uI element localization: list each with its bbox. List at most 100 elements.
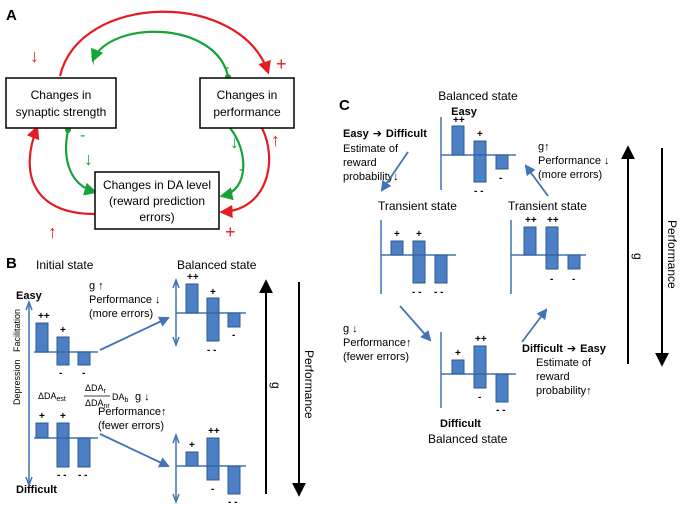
- b-performance-up: Performance↑: [98, 406, 166, 418]
- b-chart3-label-pp: ++: [187, 272, 199, 283]
- b-chart4-label-pp: ++: [208, 426, 220, 437]
- c-difficult-label: Difficult: [440, 418, 481, 430]
- b-easy-label: Easy: [16, 290, 43, 302]
- c-bottom-bar-1: [451, 359, 465, 375]
- c-left-bar-3: [412, 254, 426, 284]
- c-difficult-to-easy: Difficult➔Easy: [522, 343, 607, 355]
- c-top-bar-2: [473, 140, 487, 156]
- c-fewer-errors: (fewer errors): [343, 351, 409, 363]
- box-synaptic-strength: [5, 77, 117, 129]
- sign-red-plus-left: +: [28, 124, 39, 144]
- b-chart1-label-m2: -: [82, 368, 85, 379]
- box-da-level: [94, 171, 220, 230]
- c-more-errors: (more errors): [538, 169, 602, 181]
- c-estimate-right-1: Estimate of: [536, 357, 592, 369]
- c-arrow-bottom-to-right: [521, 308, 548, 343]
- sign-red-plus-bottom-right: +: [225, 222, 236, 242]
- b-arrow-to-balanced-easy: [99, 316, 170, 351]
- c-left-bar-2: [412, 240, 426, 256]
- c-balanced-state-top: Balanced state: [438, 89, 518, 103]
- c-left-bar-1: [390, 240, 404, 256]
- b-chart1-bar-1: [35, 322, 49, 353]
- b-chart3-bar-2: [206, 297, 220, 314]
- c-right-label-m2: -: [572, 274, 575, 285]
- c-bottom-bar-4: [495, 373, 509, 403]
- panel-b-letter: B: [6, 255, 17, 272]
- b-chart4-label-mm: - -: [228, 497, 237, 508]
- c-easy-to-difficult: Easy➔Difficult: [343, 128, 427, 140]
- b-chart3-label-mm: - -: [207, 345, 216, 356]
- b-g-up: g ↑: [89, 280, 104, 292]
- b-chart2-bar-1: [35, 422, 49, 439]
- panel-a-letter: A: [6, 7, 17, 24]
- b-delta-r: ΔDAr: [85, 383, 107, 395]
- c-bottom-label-pp: ++: [475, 334, 487, 345]
- b-chart1-label-m1: -: [59, 368, 62, 379]
- sign-red-down-top-left: ↓: [30, 46, 39, 66]
- b-difficult-label: Difficult: [16, 484, 57, 496]
- b-chart1-bar-3: [56, 351, 70, 366]
- b-chart4-axis-arrow-top: [172, 432, 180, 444]
- c-transient-right: Transient state: [508, 199, 587, 213]
- b-g-down: g ↓: [135, 391, 150, 403]
- sign-red-plus-top-right: +: [276, 54, 287, 74]
- box-da-line3: errors): [139, 210, 174, 224]
- b-fewer-errors: (fewer errors): [98, 420, 164, 432]
- c-left-label-p2: +: [416, 229, 422, 240]
- sign-green-minus-right: -: [239, 161, 244, 178]
- b-chart1-label-pp: ++: [38, 311, 50, 322]
- c-top-label-mm: - -: [474, 186, 483, 197]
- b-da-b: DAb: [112, 392, 129, 404]
- red-arrow-da-to-synaptic: [26, 125, 96, 216]
- c-g-up: g↑: [538, 141, 550, 153]
- green-arrow-performance-to-da: [219, 127, 245, 201]
- sign-red-up-right: ↑: [271, 130, 280, 150]
- b-facilitation-label: Facilitation: [12, 309, 22, 352]
- b-chart1-bar-2: [56, 336, 70, 353]
- b-axis-arrow-top: [25, 299, 33, 311]
- box-da-line2: (reward prediction: [109, 194, 205, 208]
- c-bottom-bar-2: [473, 345, 487, 375]
- c-g-down: g ↓: [343, 323, 358, 335]
- panel-c-letter: C: [339, 97, 350, 114]
- b-chart2-label-mm2: - -: [78, 470, 87, 481]
- green-arrow-performance-to-synaptic: [91, 30, 230, 77]
- c-easy-label: Easy: [451, 106, 478, 118]
- sign-green-down-left: ↓: [84, 149, 93, 169]
- c-right-bar-1: [523, 226, 537, 256]
- b-arrow-to-balanced-difficult: [99, 433, 170, 468]
- c-top-bar-4: [495, 154, 509, 170]
- c-right-label-m1: -: [550, 274, 553, 285]
- c-balanced-state-bottom: Balanced state: [428, 432, 508, 446]
- box-performance: [199, 77, 295, 129]
- b-more-errors: (more errors): [89, 308, 153, 320]
- red-arrow-performance-to-da: [219, 127, 271, 219]
- c-estimate-left-1: Estimate of: [343, 143, 399, 155]
- c-left-label-mm2: - -: [434, 287, 443, 298]
- c-estimate-left-2: reward: [343, 157, 377, 169]
- c-performance-label: Performance: [665, 220, 679, 289]
- c-top-label-m: -: [499, 173, 502, 184]
- c-right-bar-3: [545, 254, 559, 270]
- c-left-bar-4: [434, 254, 448, 284]
- b-delta-est: ΔDAest: [38, 391, 66, 403]
- b-performance-down: Performance ↓: [89, 294, 161, 306]
- c-left-label-mm1: - -: [412, 287, 421, 298]
- c-arrow-top-to-left: [380, 151, 409, 192]
- box-performance-line1: Changes in: [217, 88, 278, 102]
- c-bottom-label-p: +: [455, 348, 461, 359]
- c-arrow-left-to-bottom: [399, 305, 432, 342]
- box-synaptic-line2: synaptic strength: [16, 105, 107, 119]
- c-bottom-bar-3: [473, 373, 487, 389]
- c-g-label: g: [631, 253, 645, 260]
- c-top-label-pp: ++: [453, 115, 465, 126]
- b-axis-arrow-bottom: [25, 476, 33, 488]
- b-chart2-bar-2: [56, 422, 70, 439]
- b-chart3-bar-4: [227, 312, 241, 328]
- b-chart1-label-p: +: [60, 325, 66, 336]
- b-depression-label: Depression: [12, 359, 22, 405]
- b-chart4-bar-1: [185, 451, 199, 467]
- b-chart4-label-p: +: [189, 440, 195, 451]
- b-chart4-axis-arrow-bottom: [172, 493, 180, 505]
